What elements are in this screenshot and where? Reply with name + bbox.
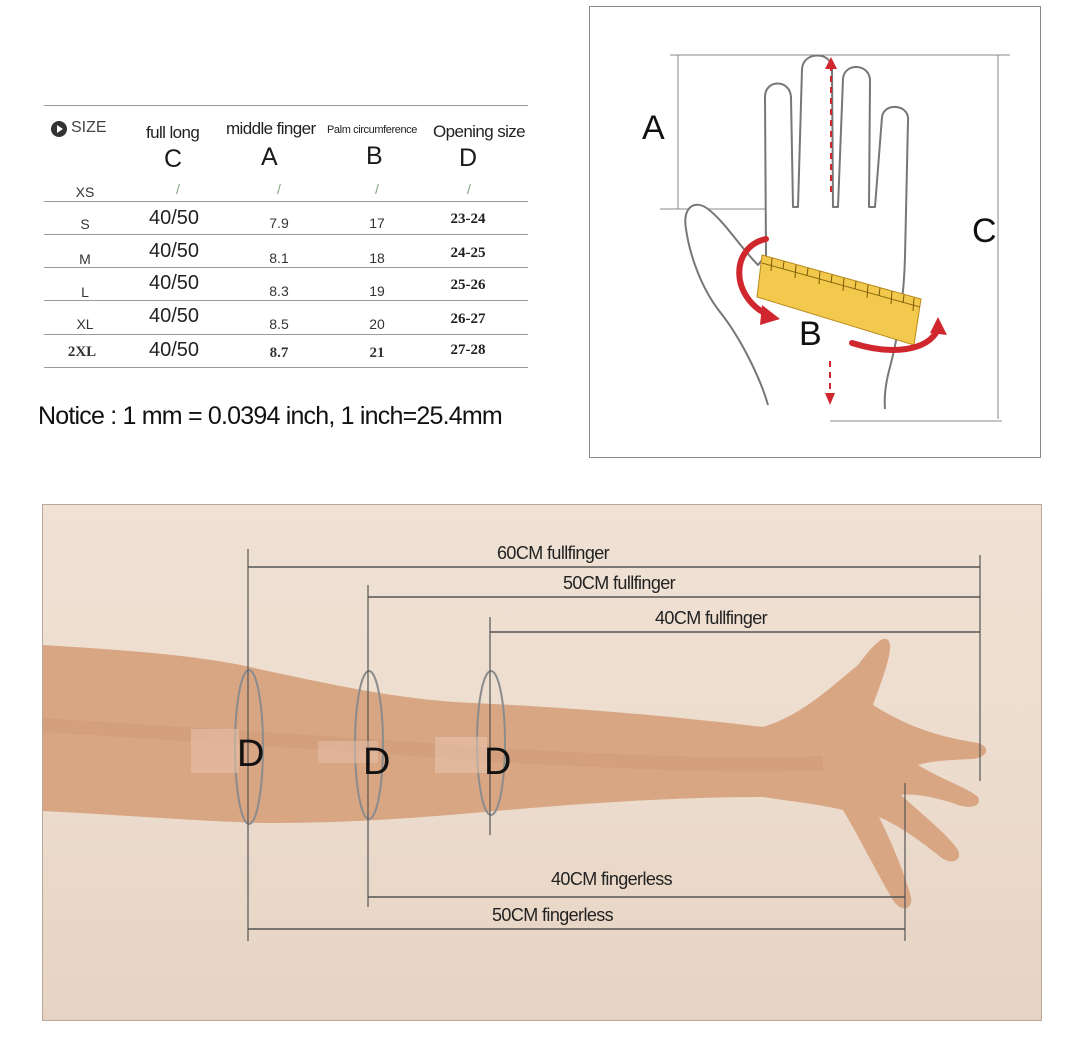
table-cell-d: 27-28 xyxy=(450,342,486,358)
hand-measurement-diagram: A B C xyxy=(589,6,1041,458)
row-divider xyxy=(44,300,528,301)
row-divider xyxy=(44,234,528,235)
label-a: A xyxy=(642,109,665,147)
table-cell-b: / xyxy=(375,181,379,197)
right-curved-arrow xyxy=(849,326,941,353)
arm-illustration xyxy=(43,549,987,941)
letter-a-header: A xyxy=(261,143,278,171)
table-cell-c: 40/50 xyxy=(148,305,200,327)
letter-c-header: C xyxy=(164,145,183,173)
opening-label-d: D xyxy=(363,741,391,783)
table-cell-c: / xyxy=(176,181,180,197)
label-c: C xyxy=(972,212,997,250)
table-cell-size: XS xyxy=(75,184,95,200)
label-60cm-fullfinger: 60CM fullfinger xyxy=(497,543,610,563)
row-divider xyxy=(44,201,528,202)
arm-length-diagram: 60CM fullfinger 50CM fullfinger 40CM ful… xyxy=(42,504,1042,1021)
table-top-rule xyxy=(44,105,528,106)
label-40cm-fullfinger: 40CM fullfinger xyxy=(655,608,768,628)
table-cell-b: 18 xyxy=(369,250,385,266)
table-cell-a: 8.5 xyxy=(269,316,289,332)
table-cell-d: 25-26 xyxy=(450,277,486,293)
table-cell-c: 40/50 xyxy=(148,272,200,294)
table-cell-b: 20 xyxy=(369,316,385,332)
table-cell-a: 8.3 xyxy=(269,283,289,299)
table-cell-size: S xyxy=(80,216,90,232)
table-cell-b: 21 xyxy=(369,345,385,361)
measuring-tape xyxy=(756,254,922,346)
label-b: B xyxy=(799,315,822,353)
arm-photo xyxy=(43,638,987,909)
left-curved-arrow xyxy=(736,236,771,318)
letter-b-header: B xyxy=(366,142,383,170)
table-cell-c: 40/50 xyxy=(148,339,200,361)
table-cell-size: L xyxy=(81,284,89,300)
hand-illustration xyxy=(660,54,1010,422)
size-bullet-icon xyxy=(51,121,67,137)
table-cell-a: 7.9 xyxy=(269,215,289,231)
table-cell-size: 2XL xyxy=(67,344,97,360)
table-bottom-rule xyxy=(44,367,528,368)
hand-outline xyxy=(684,54,910,410)
label-50cm-fingerless: 50CM fingerless xyxy=(492,905,614,925)
table-cell-size: XL xyxy=(76,316,94,332)
size-chart-table: SIZE full long middle finger Palm circum… xyxy=(0,0,560,400)
table-cell-size: M xyxy=(79,251,91,267)
middle-finger-header: middle finger xyxy=(226,119,316,138)
table-cell-d: 26-27 xyxy=(450,311,486,327)
table-cell-a: 8.7 xyxy=(269,345,289,361)
table-cell-c: 40/50 xyxy=(148,207,200,229)
opening-label-d: D xyxy=(484,741,512,783)
full-long-header: full long xyxy=(146,123,200,142)
label-50cm-fullfinger: 50CM fullfinger xyxy=(563,573,676,593)
row-divider xyxy=(44,334,528,335)
opening-label-d: D xyxy=(237,733,265,775)
table-cell-d: 23-24 xyxy=(450,211,486,227)
table-cell-a: 8.1 xyxy=(269,250,289,266)
table-cell-b: 17 xyxy=(369,215,385,231)
palm-circumference-header: Palm circumference xyxy=(327,124,417,136)
size-header: SIZE xyxy=(71,119,107,136)
letter-d-header: D xyxy=(459,144,478,172)
table-cell-b: 19 xyxy=(369,283,385,299)
table-cell-c: 40/50 xyxy=(148,240,200,262)
unit-conversion-notice: Notice : 1 mm = 0.0394 inch, 1 inch=25.4… xyxy=(38,402,503,430)
table-cell-d: / xyxy=(467,181,471,197)
table-cell-a: / xyxy=(277,181,281,197)
label-40cm-fingerless: 40CM fingerless xyxy=(551,869,673,889)
opening-size-header: Opening size xyxy=(433,122,526,141)
table-cell-d: 24-25 xyxy=(450,245,486,261)
row-divider xyxy=(44,267,528,268)
